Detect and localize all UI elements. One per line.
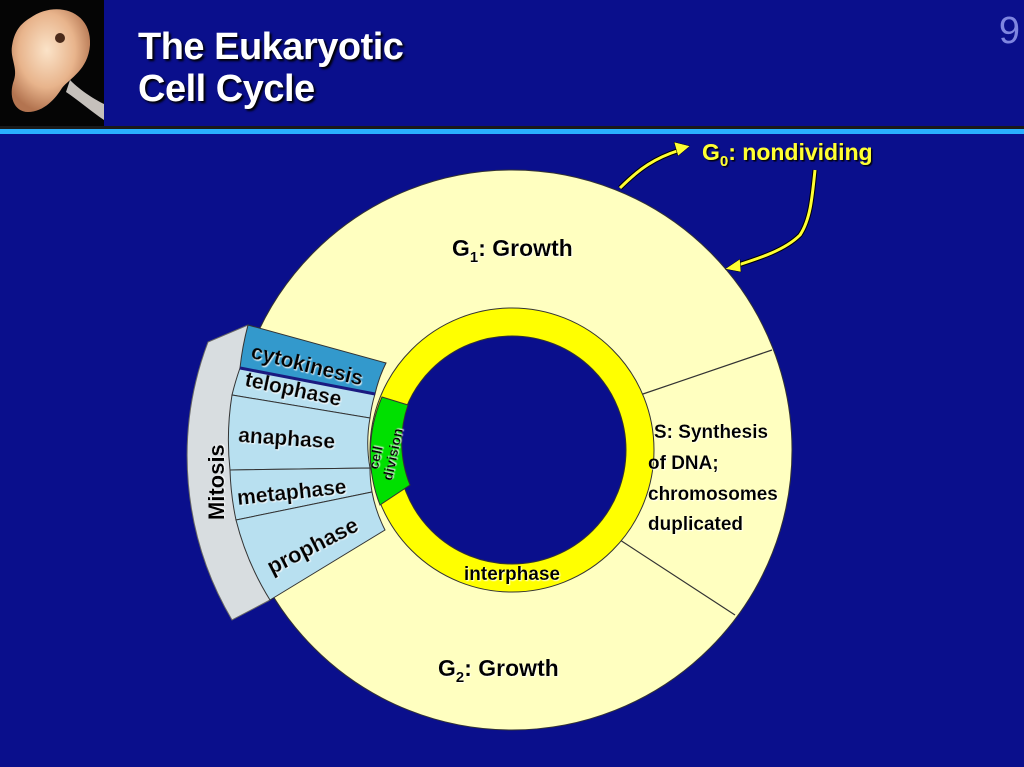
interphase-label: interphase (464, 564, 560, 585)
g1-label: G1: Growth (452, 235, 573, 266)
page-number: 9 (998, 10, 1020, 52)
s-g2-divider (619, 539, 736, 616)
slide-title: The Eukaryotic Cell Cycle (138, 26, 404, 110)
g0-label: G0: nondividing (702, 139, 873, 170)
header-rule-accent (0, 129, 1024, 134)
header-rule (0, 126, 1024, 129)
g2-label: G2: Growth (438, 655, 559, 686)
embryo-image (0, 0, 104, 128)
arrow-to-g0 (618, 147, 681, 190)
s-phase-label: S: Synthesis of DNA; chromosomes duplica… (648, 422, 783, 535)
cell-division-segment (369, 396, 411, 506)
title-line-1: The Eukaryotic (138, 26, 404, 68)
mitosis-label: Mitosis (204, 444, 229, 520)
g1-s-divider (639, 349, 773, 396)
title-line-2: Cell Cycle (138, 68, 315, 110)
prophase-wedge (235, 491, 386, 601)
